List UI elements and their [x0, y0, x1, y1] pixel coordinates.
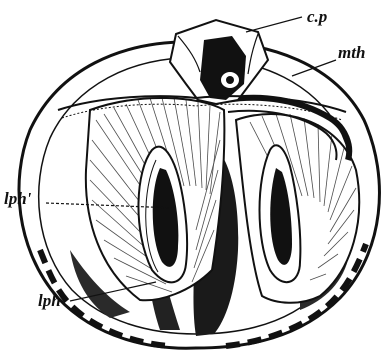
label-mth: mth [338, 43, 365, 62]
label-lph: lph [38, 291, 61, 310]
label-cp: c.p [307, 7, 327, 26]
label-lph-prime: lph' [4, 189, 32, 208]
leader-cp [246, 17, 302, 32]
